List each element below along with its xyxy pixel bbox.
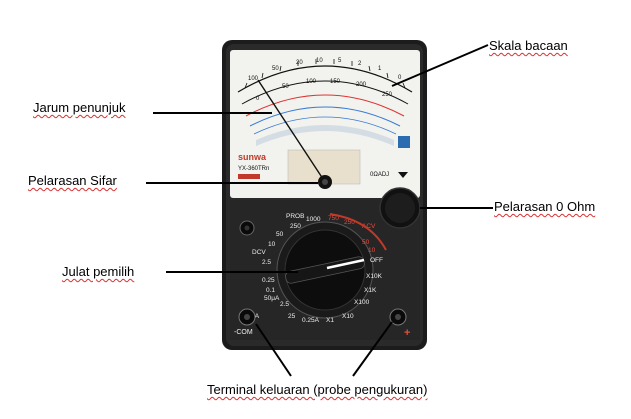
label-skala-bacaan: Skala bacaan: [489, 38, 568, 53]
range-selector-knob[interactable]: [285, 256, 366, 284]
scale-number: 20: [296, 60, 303, 66]
label-terminal-keluaran: Terminal keluaran (probe pengukuran): [207, 382, 428, 397]
dial-label-x10: X10: [342, 313, 354, 320]
scale-number: 50: [272, 66, 279, 72]
dial-label-50ua: 50μA: [264, 295, 280, 302]
dc-scale-number: 150: [330, 79, 341, 85]
model-name: YX-360TRn: [238, 166, 269, 172]
dial-label-1000: 1000: [306, 216, 321, 223]
dial-label-acv-750: 750: [328, 215, 339, 222]
dc-scale-number: 50: [282, 84, 289, 90]
dial-label-off: OFF: [370, 257, 383, 264]
callout-lines: [146, 44, 493, 377]
dial-label-dcv: DCV: [252, 249, 266, 256]
scale-number: 100: [248, 76, 259, 82]
dial-label-acv: ACV: [362, 223, 376, 230]
dial-label-acv-10: 10: [368, 247, 376, 254]
certification-icon: [398, 136, 410, 148]
dial-label-ma-2-5: 2.5: [280, 301, 289, 308]
dial-label-x10k: X10K: [366, 273, 383, 280]
pointer-needle: [257, 79, 326, 183]
plus-label: +: [404, 327, 410, 339]
scale-ticks: [244, 59, 406, 89]
dial-label-prob: PROB: [286, 213, 304, 220]
label-jarum-penunjuk: Jarum penunjuk: [33, 100, 126, 115]
callout-line-terminal-plus: [352, 321, 393, 377]
acv-range-arc: [329, 213, 387, 251]
model-badge: [238, 174, 260, 179]
dial-label-0-25a: 0.25A: [302, 317, 320, 324]
dial-label-acv-250: 250: [344, 219, 355, 226]
dial-label-x1: X1: [326, 317, 334, 324]
scale-number: 2: [358, 61, 362, 67]
dial-label-250: 250: [290, 223, 301, 230]
scale-number: 1: [378, 66, 382, 72]
scale-number: 10: [316, 58, 323, 64]
dial-label-x1k: X1K: [364, 287, 377, 294]
dial-label-50: 50: [276, 231, 284, 238]
dial-label-0-25: 0.25: [262, 277, 275, 284]
dial-label-2-5: 2.5: [262, 259, 271, 266]
com-label: -COM: [234, 329, 253, 336]
meter-face: 100 50 20 10 5 2 1 0 0 50 100 150 200 25…: [230, 50, 420, 198]
dc-scale-number: 100: [306, 79, 317, 85]
dial-label-10: 10: [268, 241, 276, 248]
dial-label-acv-50: 50: [362, 239, 370, 246]
ohm-adjust-label: 0ΩADJ: [370, 172, 389, 178]
dc-scale-numbers: 0 50 100 150 200 250: [256, 79, 393, 102]
dial-label-ma-25: 25: [288, 313, 296, 320]
callout-line-skala: [391, 44, 489, 87]
label-pelarasan-sifar: Pelarasan Sifar: [28, 173, 117, 188]
dial-label-x100: X100: [354, 299, 370, 306]
ohm-scale-numbers: 100 50 20 10 5 2 1 0: [248, 58, 402, 82]
zero-ohm-adjust-knob[interactable]: [379, 187, 421, 229]
callout-line-terminal-com: [255, 323, 292, 377]
dial-label-0-1: 0.1: [266, 287, 275, 294]
dc-scale-number: 0: [256, 96, 260, 102]
dc-scale-number: 250: [382, 92, 393, 98]
label-julat-pemilih: Julat pemilih: [62, 264, 135, 279]
scale-number: 0: [398, 75, 402, 81]
brand-logo: sunwa: [238, 152, 267, 162]
dc-scale-number: 200: [356, 82, 367, 88]
scale-number: 5: [338, 58, 342, 64]
label-pelarasan-0-ohm: Pelarasan 0 Ohm: [494, 199, 596, 214]
